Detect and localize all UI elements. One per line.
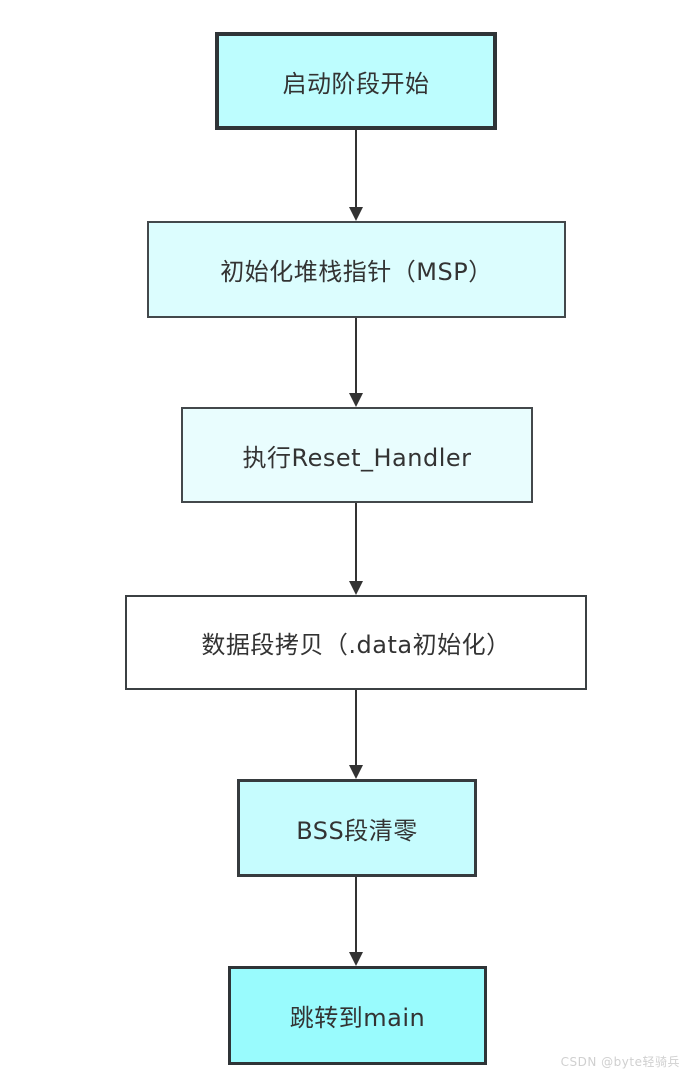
- arrow-down-3: [349, 503, 363, 595]
- flow-node-jump-main: 跳转到main: [228, 966, 487, 1065]
- flow-node-data-copy-label: 数据段拷贝（.data初始化）: [201, 631, 511, 659]
- arrow-head-icon: [349, 393, 363, 407]
- flow-node-init-msp-label: 初始化堆栈指针（MSP）: [220, 258, 493, 286]
- flow-node-bss-clear-label: BSS段清零: [296, 816, 418, 845]
- flow-node-jump-main-label: 跳转到main: [289, 1004, 426, 1032]
- arrow-down-5: [349, 877, 363, 966]
- arrow-line: [355, 130, 357, 211]
- arrow-head-icon: [349, 765, 363, 779]
- arrow-line: [355, 318, 357, 397]
- flow-node-start: 启动阶段开始: [215, 32, 497, 130]
- arrow-line: [355, 690, 357, 769]
- arrow-down-1: [349, 130, 363, 221]
- arrow-down-4: [349, 690, 363, 779]
- flow-node-reset-handler-label: 执行Reset_Handler: [242, 443, 472, 472]
- arrow-down-2: [349, 318, 363, 407]
- flow-node-bss-clear: BSS段清零: [237, 779, 477, 877]
- arrow-head-icon: [349, 952, 363, 966]
- arrow-head-icon: [349, 581, 363, 595]
- csdn-watermark: CSDN @byte轻骑兵: [560, 1055, 680, 1069]
- arrow-line: [355, 503, 357, 585]
- flow-node-reset-handler: 执行Reset_Handler: [181, 407, 533, 503]
- arrow-head-icon: [349, 207, 363, 221]
- flow-node-data-copy: 数据段拷贝（.data初始化）: [125, 595, 587, 690]
- flow-node-start-label: 启动阶段开始: [282, 69, 430, 98]
- arrow-line: [355, 877, 357, 956]
- flow-node-init-msp: 初始化堆栈指针（MSP）: [147, 221, 566, 318]
